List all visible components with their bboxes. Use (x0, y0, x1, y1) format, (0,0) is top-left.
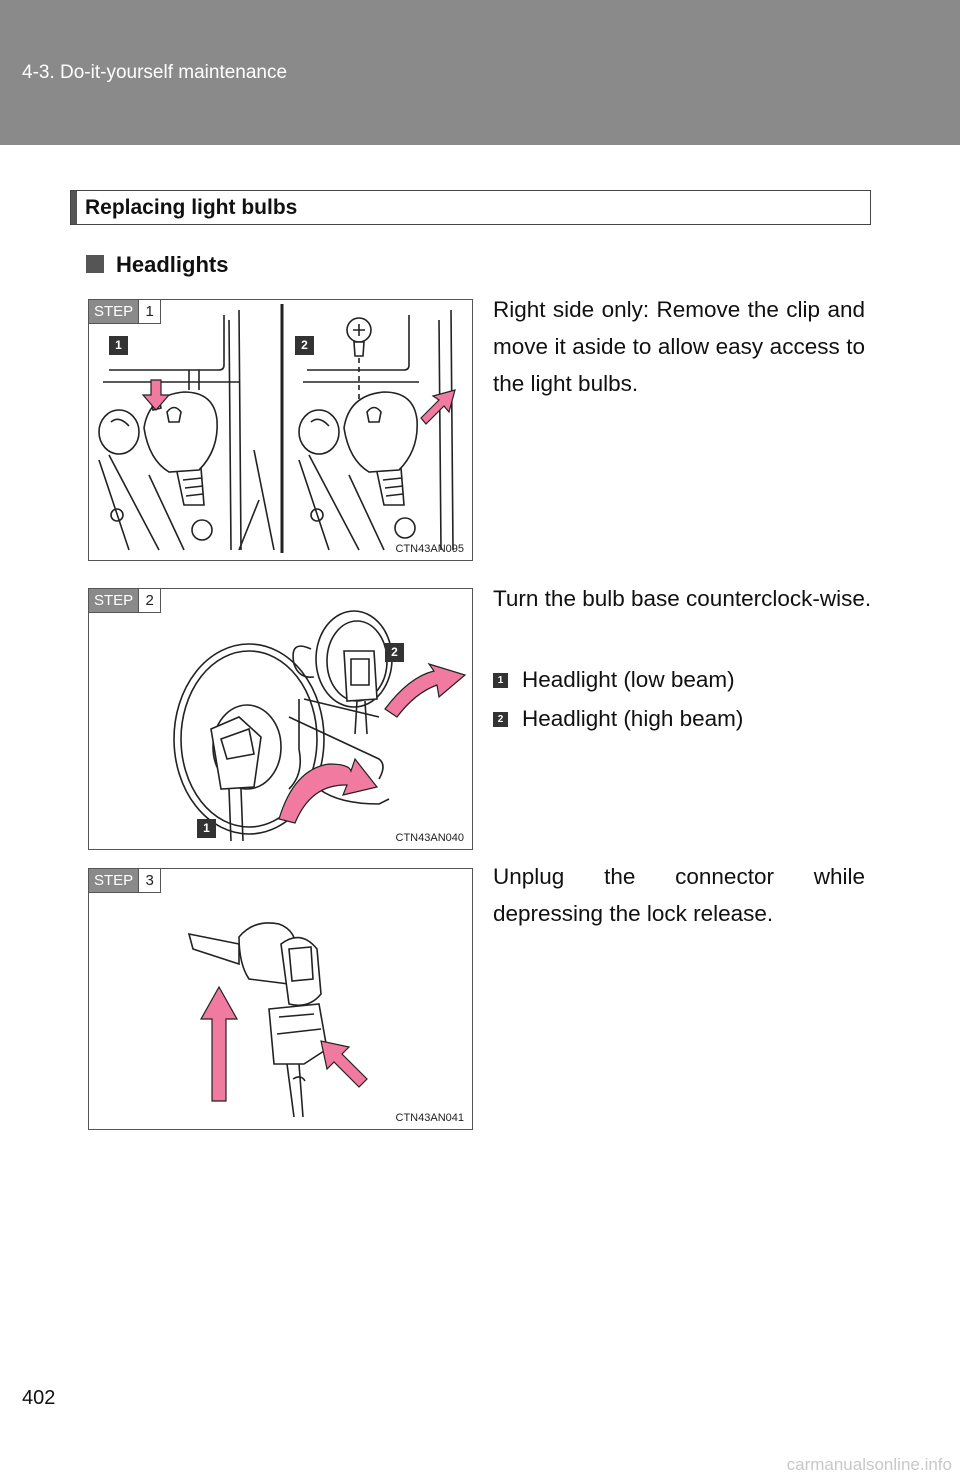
step-number: 2 (138, 589, 161, 612)
callout-2-badge: 2 (295, 336, 314, 355)
step-number: 3 (138, 869, 161, 892)
legend-label: Headlight (high beam) (522, 706, 744, 731)
legend-item-high-beam: 2 Headlight (high beam) (493, 706, 743, 732)
bulb-base-turn-illustration (173, 610, 467, 842)
legend-label: Headlight (low beam) (522, 667, 735, 692)
subheading-label: Headlights (116, 252, 229, 277)
figure-code: CTN43AN041 (395, 1112, 464, 1124)
headlight-clip-illustration (98, 304, 456, 553)
step-number: 1 (138, 300, 161, 323)
section-title: Replacing light bulbs (85, 196, 298, 219)
step-1-badge: STEP 1 (89, 300, 162, 324)
subheading: Headlights (86, 252, 228, 278)
figure-code: CTN43AN040 (395, 832, 464, 844)
step-1-figure: 1 2 STEP 1 CTN43AN095 (88, 299, 473, 561)
step-1-text: Right side only: Remove the clip and mov… (493, 297, 865, 396)
step-2-text: Turn the bulb base counterclock-wise. (493, 586, 872, 611)
step-2-figure: 2 1 STEP 2 CTN43AN040 (88, 588, 473, 850)
legend-item-low-beam: 1 Headlight (low beam) (493, 667, 735, 693)
callout-1-badge: 1 (197, 819, 216, 838)
connector-unplug-illustration (187, 922, 368, 1118)
step-2-badge: STEP 2 (89, 589, 162, 613)
step-3-figure: STEP 3 CTN43AN041 (88, 868, 473, 1130)
callout-1-badge: 1 (109, 336, 128, 355)
watermark: carmanualsonline.info (786, 1455, 952, 1474)
step-label: STEP (89, 869, 139, 892)
heading-bar (71, 191, 77, 224)
section-heading: Replacing light bulbs (70, 190, 871, 225)
figure-code: CTN43AN095 (395, 543, 464, 555)
header-band (0, 0, 960, 145)
section-breadcrumb: 4-3. Do-it-yourself maintenance (22, 62, 288, 83)
callout-2-badge: 2 (385, 643, 404, 662)
step-3-text: Unplug the connector while depressing th… (493, 864, 865, 926)
step-label: STEP (89, 300, 139, 323)
step-label: STEP (89, 589, 139, 612)
callout-2-icon: 2 (493, 711, 508, 727)
step-3-badge: STEP 3 (89, 869, 162, 893)
page-number: 402 (22, 1387, 56, 1409)
square-bullet-icon (86, 255, 104, 273)
callout-1-icon: 1 (493, 672, 508, 688)
